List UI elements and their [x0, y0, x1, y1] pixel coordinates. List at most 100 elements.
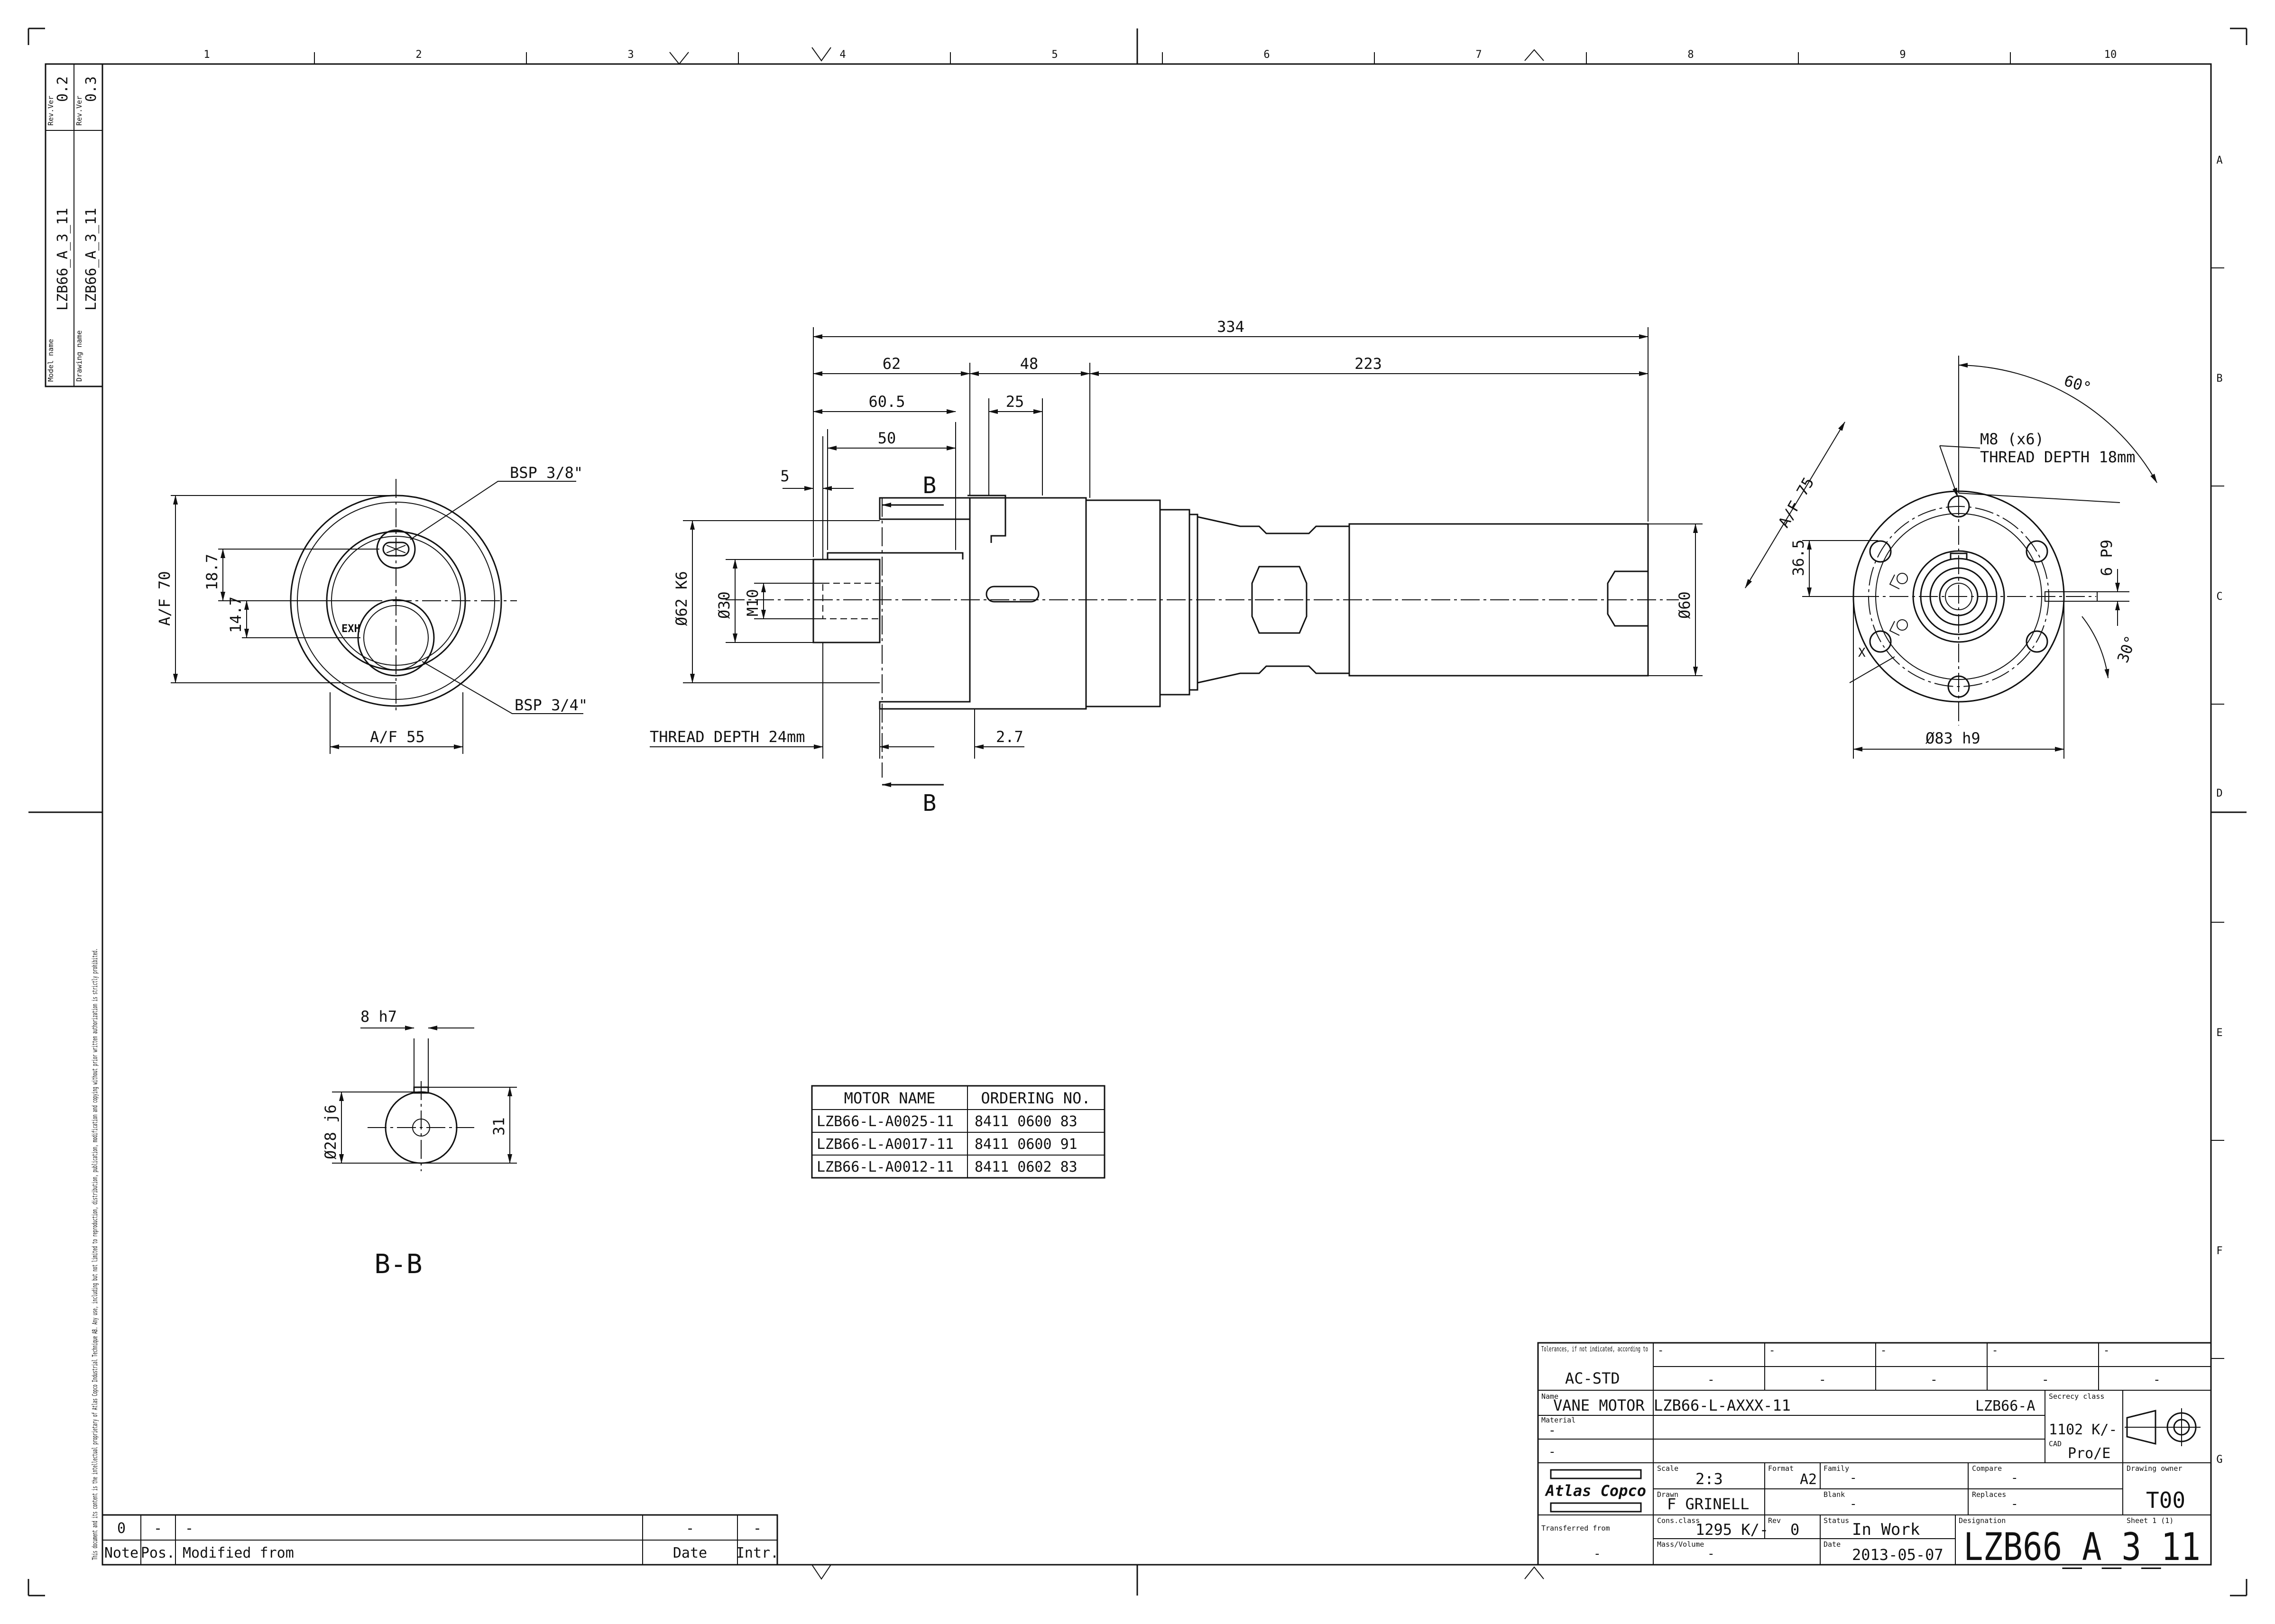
- drawn-value: F GRINELL: [1667, 1495, 1749, 1513]
- date-value: 2013-05-07: [1852, 1546, 1943, 1564]
- rev-date-header: Date: [673, 1545, 707, 1561]
- rev-modified-value: -: [185, 1520, 193, 1537]
- col-label-5: 5: [1051, 49, 1058, 61]
- dim-25: 25: [1006, 393, 1024, 411]
- owner-label: Drawing owner: [2127, 1464, 2182, 1473]
- blank-label: Blank: [1824, 1490, 1845, 1499]
- grid-rows: A B C D E F G: [2211, 155, 2224, 1466]
- model-rev-value: 0.2: [55, 76, 71, 102]
- col-label-8: 8: [1687, 49, 1694, 61]
- revision-box: Model name LZB66_A_3_11 Drawing name LZB…: [45, 63, 103, 387]
- dim-18-7: 18.7: [203, 554, 221, 590]
- tolerances-value: AC-STD: [1565, 1369, 1620, 1387]
- front-view: BSP 3/8" BSP 3/4" A/F 70 18.7 14.7 EXH A…: [156, 464, 588, 754]
- dash-1: -: [1658, 1345, 1664, 1357]
- motor-row-2-name: LZB66-L-A0017-11: [817, 1136, 954, 1153]
- dia-60-label: Ø60: [1676, 591, 1694, 619]
- motor-row-1-order: 8411 0600 83: [975, 1113, 1078, 1130]
- motor-row-2-order: 8411 0600 91: [975, 1136, 1078, 1153]
- dash-value-4: -: [2042, 1373, 2049, 1387]
- drawing-name-label: Drawing name: [75, 330, 83, 382]
- transferred-value: -: [1593, 1547, 1601, 1561]
- family-value: -: [1850, 1471, 1857, 1485]
- row-label-g: G: [2216, 1454, 2222, 1466]
- scale-label: Scale: [1657, 1464, 1678, 1473]
- model-name-value: LZB66_A_3_11: [55, 208, 71, 311]
- bsp-3-4-label: BSP 3/4": [515, 696, 588, 714]
- row-label-a: A: [2216, 155, 2222, 166]
- col-label-6: 6: [1263, 49, 1270, 61]
- x-mark: X: [1858, 646, 1866, 660]
- transferred-label: Transferred from: [1541, 1524, 1610, 1532]
- name-label: Name: [1541, 1392, 1558, 1401]
- col-label-10: 10: [2104, 49, 2117, 61]
- side-view: 334 62 48 223 60.5 25 50 5 B B Ø62 K6 Ø3…: [650, 318, 1703, 817]
- rev-date-value: -: [686, 1520, 694, 1537]
- section-title-bb: B-B: [374, 1249, 422, 1280]
- model-name-label: Model name: [46, 339, 55, 382]
- dim-48: 48: [1020, 355, 1039, 373]
- family-label: Family: [1824, 1464, 1849, 1473]
- rev-value: 0: [1790, 1521, 1799, 1539]
- mass-value: -: [1707, 1547, 1715, 1561]
- material-value-2: -: [1548, 1445, 1556, 1459]
- section-view-bb: 8 h7 Ø28 j6 31 B-B: [322, 1008, 517, 1280]
- end-view: 60° M8 (x6) THREAD DEPTH 18mm A/F 75 36.…: [1745, 356, 2157, 759]
- date-label: Date: [1824, 1540, 1841, 1549]
- dash-2: -: [1769, 1345, 1775, 1357]
- dash-3: -: [1880, 1345, 1887, 1357]
- scale-value: 2:3: [1695, 1470, 1723, 1488]
- dash-5: -: [2103, 1345, 2109, 1357]
- row-label-f: F: [2216, 1245, 2222, 1257]
- drawn-label: Drawn: [1657, 1490, 1678, 1499]
- af-75-label: A/F 75: [1775, 474, 1818, 531]
- drawing-name-value: LZB66_A_3_11: [83, 208, 100, 311]
- section-b-top: B: [923, 472, 937, 499]
- rev-note-value: 0: [117, 1520, 126, 1537]
- dash-value-5: -: [2153, 1373, 2161, 1387]
- designation-value: LZB66_A_3_11: [1963, 1525, 2201, 1569]
- dim-14-7: 14.7: [227, 596, 245, 633]
- blank-value: -: [1850, 1497, 1857, 1511]
- sheet-frame: [28, 28, 2247, 1596]
- secrecy-value: 1102 K/-: [2049, 1422, 2118, 1438]
- rev-label: Rev: [1768, 1516, 1781, 1525]
- col-label-9: 9: [1899, 49, 1906, 61]
- rev-note-header: Note: [104, 1545, 138, 1561]
- tolerances-label: Tolerances, if not indicated, according …: [1541, 1345, 1648, 1353]
- rev-modified-header: Modified from: [183, 1545, 294, 1561]
- dim-334: 334: [1217, 318, 1244, 336]
- dim-2-7: 2.7: [996, 728, 1023, 746]
- dim-50: 50: [878, 429, 896, 447]
- motor-row-1-name: LZB66-L-A0025-11: [817, 1113, 954, 1130]
- thread-depth-24: THREAD DEPTH 24mm: [650, 728, 805, 746]
- projection-symbol-icon: [2125, 1408, 2201, 1446]
- af-55-label: A/F 55: [370, 728, 425, 746]
- rev-intr-value: -: [753, 1520, 762, 1537]
- status-value: In Work: [1852, 1520, 1920, 1539]
- compare-value: -: [2011, 1471, 2018, 1485]
- row-label-e: E: [2216, 1027, 2222, 1039]
- drawing-rev-label: Rev.Ver: [75, 96, 83, 126]
- replaces-label: Replaces: [1972, 1490, 2006, 1499]
- dim-8-h7: 8 h7: [360, 1008, 397, 1026]
- exh-label: EXH: [341, 623, 360, 635]
- format-value: A2: [1800, 1471, 1817, 1488]
- secrecy-label: Secrecy class: [2049, 1392, 2104, 1401]
- replaces-value: -: [2011, 1497, 2018, 1511]
- m10-label: M10: [744, 589, 762, 616]
- cad-label: CAD: [2049, 1440, 2062, 1448]
- dim-5: 5: [780, 467, 789, 485]
- mass-label: Mass/Volume: [1657, 1540, 1704, 1549]
- dia-30-label: Ø30: [715, 591, 733, 619]
- model-rev-label: Rev.Ver: [46, 96, 55, 126]
- section-b-bottom: B: [923, 790, 937, 817]
- drawing-rev-value: 0.3: [83, 76, 100, 102]
- dash-value-3: -: [1930, 1373, 1938, 1387]
- dash-4: -: [1992, 1345, 1998, 1357]
- col-label-4: 4: [839, 49, 846, 61]
- bsp-3-8-label: BSP 3/8": [510, 464, 583, 482]
- dim-62: 62: [883, 355, 901, 373]
- dash-value-1: -: [1707, 1373, 1715, 1387]
- motor-row-3-order: 8411 0602 83: [975, 1159, 1078, 1175]
